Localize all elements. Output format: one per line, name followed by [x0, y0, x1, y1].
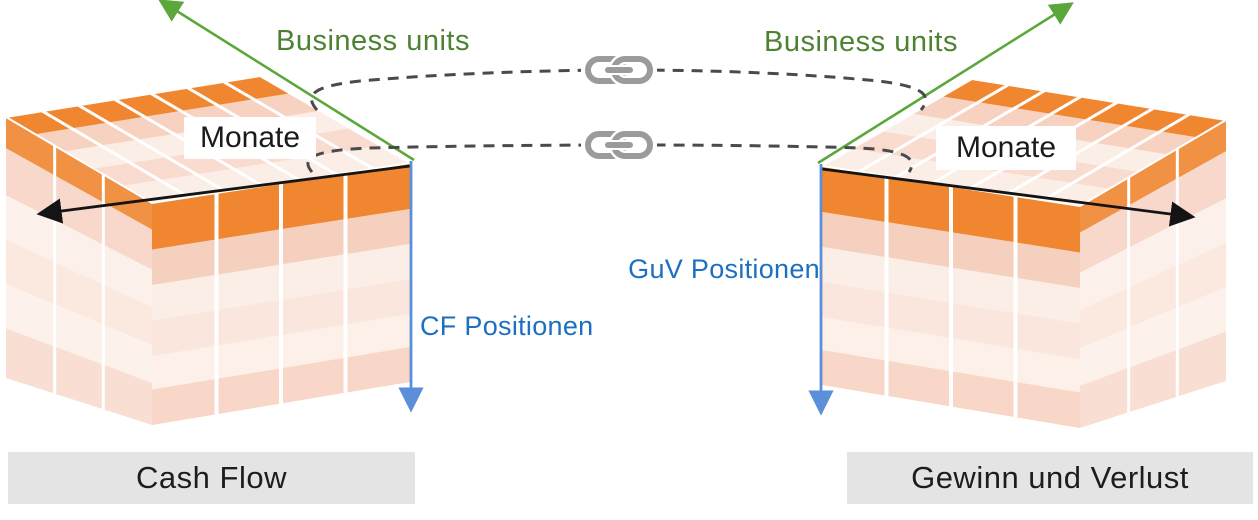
monate-label-right: Monate	[936, 126, 1076, 170]
cube-row	[912, 96, 1197, 155]
cube-grid-line	[1005, 106, 1155, 196]
link-curve-business-units	[310, 68, 928, 111]
cube-front-face	[152, 163, 410, 425]
cube-side-face	[1080, 120, 1226, 428]
cash-flow-caption: Cash Flow	[8, 452, 415, 504]
cube-row	[6, 284, 152, 383]
business-units-axis-arrow	[158, 0, 415, 162]
cube-row	[822, 148, 1110, 206]
cube-row	[35, 93, 320, 152]
monate-axis-arrow	[36, 164, 411, 224]
cube-row	[6, 76, 290, 135]
cube-row	[6, 117, 152, 230]
link-curve-monate	[306, 143, 914, 173]
cube-row	[6, 239, 152, 346]
cube-row	[1080, 242, 1226, 349]
cube-grid-line	[1042, 112, 1191, 202]
cube-row	[122, 145, 410, 203]
cube-row	[6, 328, 152, 425]
chain-middle-bar	[603, 140, 635, 150]
cash-flow-cube	[3, 0, 424, 425]
cube-grid-line	[41, 109, 190, 199]
cube-row	[942, 79, 1226, 138]
monate-label-left: Monate	[184, 117, 316, 159]
business-units-axis-arrow	[817, 2, 1074, 165]
chain-link-icon-business-units	[581, 53, 657, 87]
chain-link-icon-monate	[581, 128, 657, 162]
monate-axis-arrow	[821, 167, 1196, 227]
cube-front-face	[822, 166, 1080, 428]
gewinn-und-verlust-cube	[808, 2, 1229, 428]
cube-grid-line	[77, 103, 227, 193]
chain-middle-bar	[603, 65, 635, 75]
cube-top-outline	[3, 74, 413, 205]
business-units-label-left: Business units	[276, 25, 470, 57]
business-units-label-right: Business units	[764, 26, 958, 58]
cf-positionen-label: CF Positionen	[420, 311, 594, 341]
cube-grid-line	[858, 83, 1010, 174]
cube-row	[1080, 120, 1226, 233]
cube-row	[1080, 287, 1226, 386]
cube-row	[1080, 331, 1226, 428]
gewinn-und-verlust-caption: Gewinn und Verlust	[847, 452, 1253, 504]
guv-positionen-label: GuV Positionen	[628, 254, 820, 284]
